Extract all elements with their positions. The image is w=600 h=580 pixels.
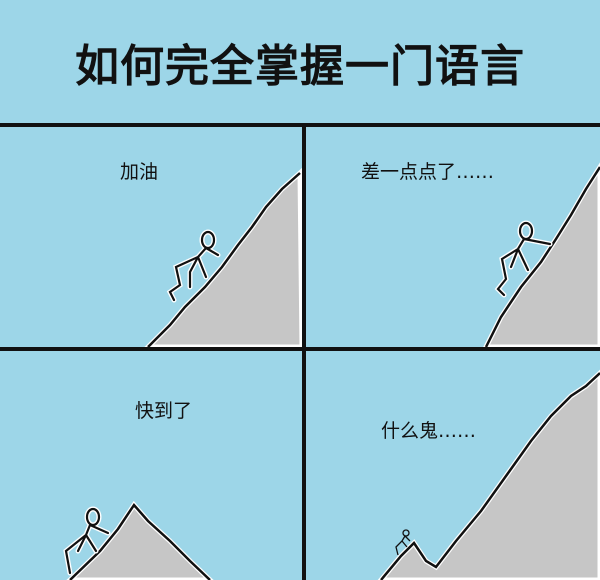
mountain-peak-illustration xyxy=(63,500,214,580)
panel-divider-middle xyxy=(0,347,600,351)
stick-figure-icon xyxy=(496,221,552,297)
stick-figure-icon xyxy=(64,507,110,575)
panel-divider-top xyxy=(0,123,600,127)
panel-divider-vertical xyxy=(302,123,306,580)
panel-caption: 加油 xyxy=(120,161,159,183)
panel-4: 什么鬼…… xyxy=(306,351,600,580)
mountain-slope-illustration xyxy=(144,167,302,347)
mountain-reveal-illustration xyxy=(377,369,600,580)
panel-3: 快到了 xyxy=(0,351,302,580)
panel-2: 差一点点了…… xyxy=(306,127,600,347)
tiny-stick-figure-icon xyxy=(395,529,411,556)
mountain-slope-illustration xyxy=(483,162,600,347)
panel-caption: 快到了 xyxy=(135,400,193,422)
panel-caption: 什么鬼…… xyxy=(381,420,477,442)
comic-title: 如何完全掌握一门语言 xyxy=(75,41,525,92)
panel-caption: 差一点点了…… xyxy=(361,161,495,183)
panel-1: 加油 xyxy=(0,127,302,347)
